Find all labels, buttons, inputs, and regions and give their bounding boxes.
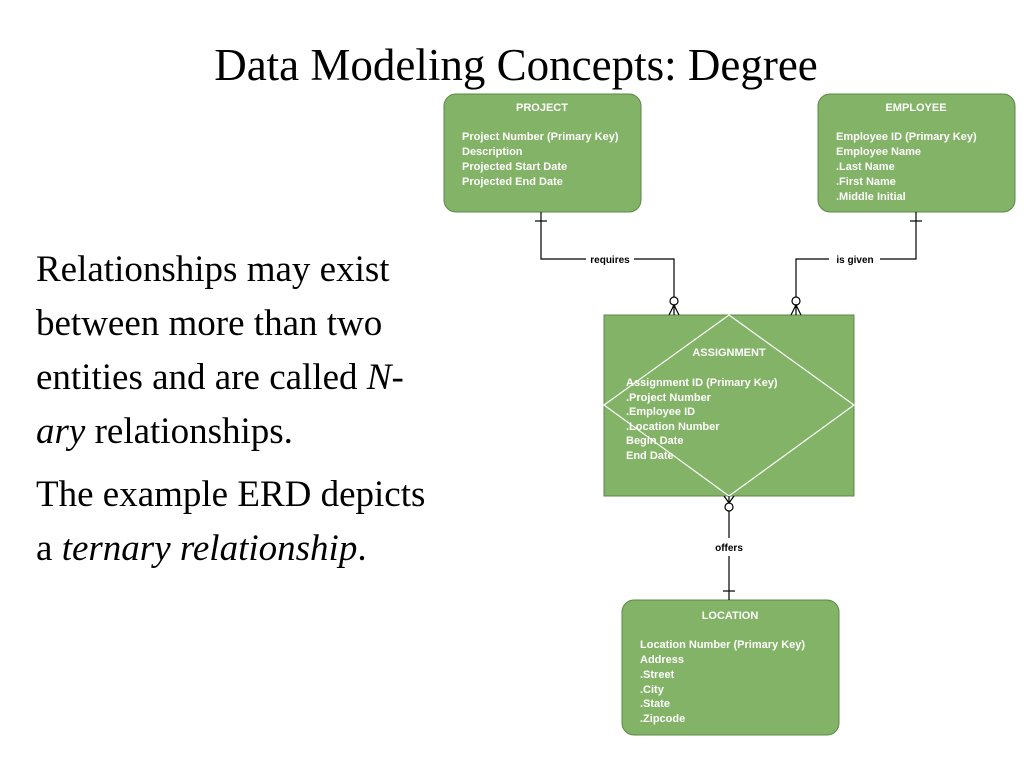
entity-employee-attr: Employee ID (Primary Key): [836, 131, 977, 143]
relationship-requires: requires: [535, 212, 680, 316]
entity-employee-attr: .Middle Initial: [836, 191, 906, 203]
relationship-is-given: is given: [790, 212, 922, 316]
entity-assignment-attr: .Employee ID: [626, 406, 695, 418]
term-ternary: ternary relationship: [61, 528, 358, 569]
offers-crowfoot: [723, 495, 735, 505]
paragraph-ternary-end: .: [357, 528, 367, 569]
entity-location-attr: .City: [640, 684, 665, 696]
entity-location-title: LOCATION: [702, 610, 759, 622]
paragraph-nary-end: relationships.: [85, 411, 293, 452]
entity-employee-attr: .Last Name: [836, 161, 895, 173]
entity-assignment-attr: .Project Number: [626, 392, 712, 404]
paragraph-ternary-text: The example ERD depicts a: [36, 474, 426, 569]
entity-project-attr: Project Number (Primary Key): [462, 131, 619, 143]
entity-location-attr: Location Number (Primary Key): [640, 639, 805, 651]
entity-employee: EMPLOYEE Employee ID (Primary Key) Emplo…: [817, 93, 1016, 213]
entity-assignment-attr: End Date: [626, 450, 674, 462]
entity-assignment-attr: Begin Date: [626, 435, 683, 447]
entity-project-attr: Projected Start Date: [462, 161, 567, 173]
offers-label: offers: [715, 543, 743, 554]
term-nary: N-ary: [36, 357, 404, 452]
entity-assignment-attr: Assignment ID (Primary Key): [626, 377, 778, 389]
requires-crowfoot: [668, 303, 680, 316]
paragraph-ternary: The example ERD depicts a ternary relati…: [36, 468, 436, 576]
requires-connector: [540, 212, 675, 297]
entity-project-attr: Description: [462, 146, 523, 158]
entity-location: LOCATION Location Number (Primary Key) A…: [621, 599, 840, 736]
is-given-label: is given: [836, 255, 873, 266]
entity-location-box: [621, 599, 840, 736]
entity-employee-attr: .First Name: [836, 176, 896, 188]
paragraph-nary: Relationships may exist between more tha…: [36, 243, 436, 459]
slide-body: Relationships may exist between more tha…: [36, 243, 436, 585]
paragraph-nary-text: Relationships may exist between more tha…: [36, 249, 390, 398]
entity-employee-attr: Employee Name: [836, 146, 921, 158]
entity-location-attr: .Zipcode: [640, 713, 685, 725]
is-given-connector: [795, 212, 917, 297]
entity-location-attr: .State: [640, 698, 670, 710]
entity-assignment-title: ASSIGNMENT: [692, 347, 766, 359]
entity-location-attr: .Street: [640, 669, 675, 681]
entity-project-attr: Projected End Date: [462, 176, 563, 188]
offers-optional-circle: [724, 502, 734, 512]
slide-title: Data Modeling Concepts: Degree: [214, 40, 818, 90]
relationship-offers: offers: [715, 495, 743, 600]
entity-assignment: ASSIGNMENT Assignment ID (Primary Key) .…: [602, 314, 856, 497]
entity-location-attr: Address: [640, 654, 684, 666]
entity-assignment-attr: .Location Number: [626, 421, 720, 433]
entity-project: PROJECT Project Number (Primary Key) Des…: [443, 93, 642, 213]
is-given-crowfoot: [790, 303, 802, 316]
entity-employee-title: EMPLOYEE: [885, 102, 946, 114]
entity-project-box: [443, 93, 642, 213]
requires-label: requires: [590, 255, 630, 266]
entity-project-title: PROJECT: [516, 102, 568, 114]
